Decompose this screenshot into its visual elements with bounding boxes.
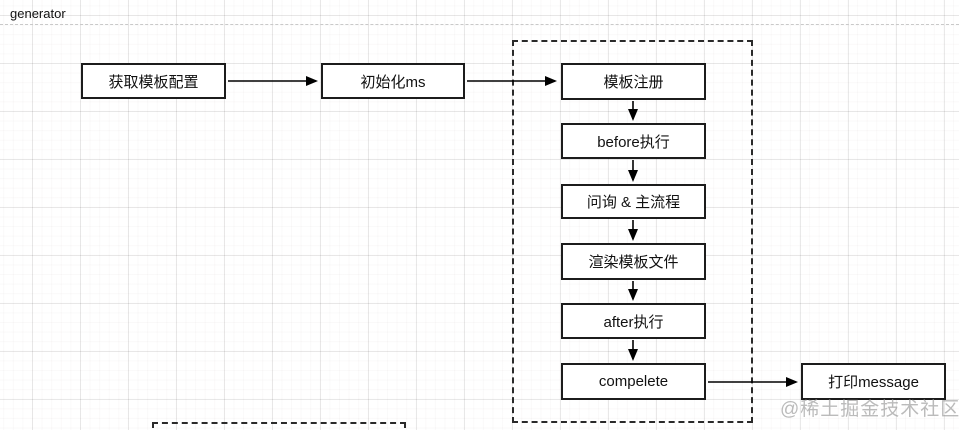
flow-node-after-run[interactable]: after执行 — [561, 303, 706, 339]
flow-node-label: 获取模板配置 — [108, 73, 199, 91]
flow-node-template-register[interactable]: 模板注册 — [561, 63, 706, 100]
watermark-text: @稀土掘金技术社区 — [780, 399, 959, 420]
flow-node-label: 渲染模板文件 — [588, 254, 679, 271]
flow-node-get-template-config[interactable]: 获取模板配置 — [81, 63, 226, 99]
flow-node-init-ms[interactable]: 初始化ms — [321, 63, 465, 99]
flow-node-before-run[interactable]: before执行 — [561, 123, 706, 159]
page-title: generator — [10, 6, 66, 21]
flow-node-inquiry-main-flow[interactable]: 问询 & 主流程 — [561, 184, 706, 219]
group-container-bottom-partial[interactable] — [152, 422, 406, 430]
flow-node-complete[interactable]: compelete — [561, 363, 706, 400]
flow-node-label: 模板注册 — [603, 74, 664, 91]
flow-node-label: after执行 — [603, 313, 664, 331]
flow-node-label: compelete — [598, 373, 669, 390]
flow-node-label: 问询 & 主流程 — [586, 194, 681, 211]
flow-node-label: 打印message — [828, 374, 919, 391]
flow-node-print-message[interactable]: 打印message — [801, 363, 946, 400]
flow-node-label: 初始化ms — [360, 73, 426, 91]
flow-node-label: before执行 — [597, 133, 670, 151]
flow-node-render-template-files[interactable]: 渲染模板文件 — [561, 243, 706, 280]
page-separator-dashed-line — [0, 24, 959, 25]
group-container-main-process[interactable] — [512, 40, 753, 423]
